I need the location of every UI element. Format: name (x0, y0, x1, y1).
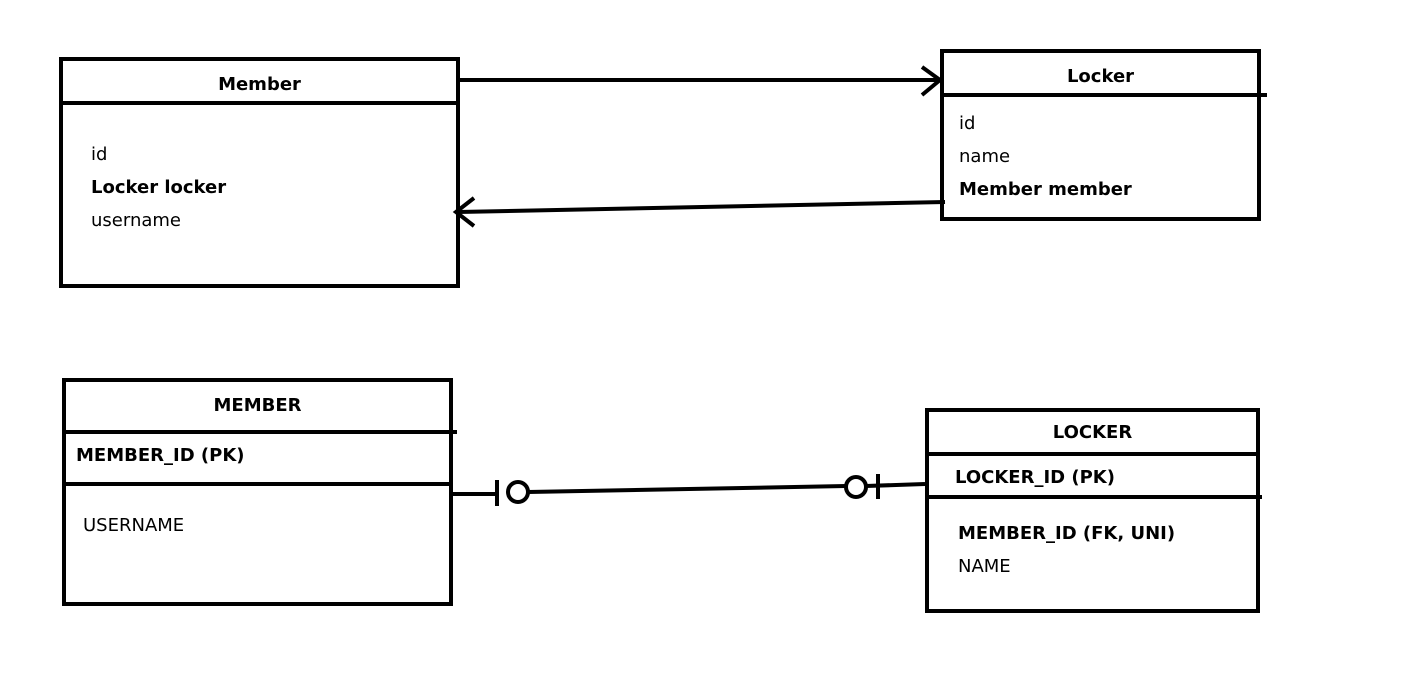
table-locker-field-member-id: MEMBER_ID (FK, UNI) (958, 523, 1176, 544)
arrow-member-to-locker (460, 65, 944, 97)
class-member-title: Member (218, 74, 301, 95)
class-locker-field-id: id (959, 113, 976, 134)
class-locker-title: Locker (1066, 66, 1135, 87)
arrow-head-left (452, 196, 476, 228)
class-member-field-id: id (91, 144, 108, 165)
member-side-circle (506, 480, 530, 504)
class-locker-box: Locker id name Member member (940, 49, 1267, 221)
class-locker-field-name: name (959, 146, 1011, 167)
class-member-field-username: username (91, 210, 181, 231)
table-locker-field-name: NAME (958, 556, 1011, 577)
class-member-box: Member id Locker locker username (59, 57, 460, 288)
arrow-locker-to-member (452, 196, 946, 228)
locker-side-circle (844, 475, 868, 499)
table-member-box: MEMBER MEMBER_ID (PK) USERNAME (62, 378, 457, 606)
table-member-field-username: USERNAME (83, 515, 185, 536)
class-locker-divider (940, 93, 1267, 97)
table-member-divider-top (62, 430, 457, 434)
arrow-head-right (920, 65, 944, 97)
table-locker-divider-top (925, 452, 1260, 456)
table-member-pk: MEMBER_ID (PK) (76, 445, 245, 466)
table-locker-title: LOCKER (1052, 422, 1133, 443)
table-locker-pk: LOCKER_ID (PK) (955, 467, 1115, 488)
erd-relationship-line (453, 474, 926, 506)
class-member-field-locker: Locker locker (91, 177, 227, 198)
table-locker-divider-bottom (925, 495, 1262, 499)
table-locker-box: LOCKER LOCKER_ID (PK) MEMBER_ID (FK, UNI… (925, 408, 1262, 613)
class-locker-field-member: Member member (959, 179, 1132, 200)
class-member-divider (59, 101, 460, 105)
table-member-divider-bottom (62, 482, 453, 486)
table-member-title: MEMBER (213, 395, 302, 416)
